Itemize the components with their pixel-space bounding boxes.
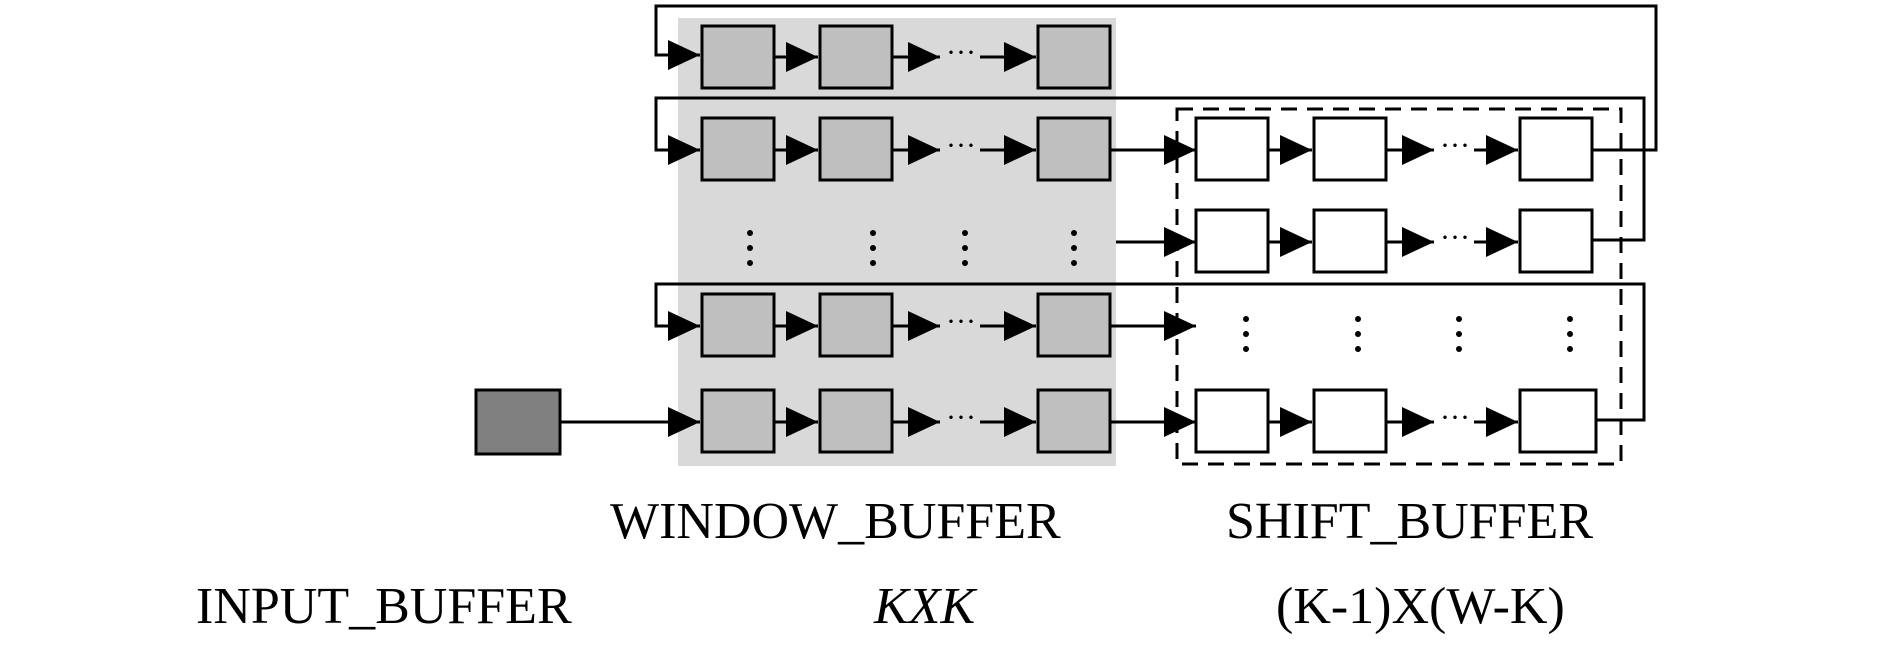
shift-cell: [1518, 208, 1594, 274]
shift-row-1: ···: [1194, 116, 1594, 182]
ellipsis-icon: ···: [946, 129, 976, 162]
window-cell: [700, 24, 776, 90]
window-row-1: ···: [656, 24, 1112, 90]
window-size-label: KXK: [873, 578, 977, 635]
shift-cell: [1194, 208, 1270, 274]
window-cell: [818, 292, 894, 358]
ellipsis-icon: ···: [1440, 221, 1470, 254]
window-cell: [818, 116, 894, 182]
input-buffer-cell: [474, 388, 562, 456]
window-cell: [1036, 388, 1112, 454]
window-cell: [1036, 292, 1112, 358]
ellipsis-icon: ···: [1440, 129, 1470, 162]
window-cell: [1036, 24, 1112, 90]
shift-cell: [1518, 388, 1598, 454]
window-cell: [1036, 116, 1112, 182]
shift-row-2: ···: [1194, 208, 1594, 274]
shift-cell: [1312, 116, 1388, 182]
shift-row-vdots: [1243, 316, 1573, 352]
ellipsis-icon: ···: [1440, 401, 1470, 434]
ellipsis-icon: ···: [946, 36, 976, 69]
window-buffer-label: WINDOW_BUFFER: [610, 493, 1061, 550]
ellipsis-icon: ···: [946, 305, 976, 338]
window-row-vdots: [747, 230, 1077, 266]
shift-buffer-region: [1175, 107, 1623, 466]
shift-size-label: (K-1)X(W-K): [1276, 578, 1565, 635]
window-cell: [818, 388, 894, 454]
window-row-2: ···: [656, 116, 1196, 182]
window-cell: [700, 292, 776, 358]
window-cell: [700, 388, 776, 454]
window-row-4: ···: [560, 388, 1196, 454]
shift-cell: [1194, 388, 1270, 454]
window-row-3: ···: [656, 292, 1196, 358]
shift-row-3: ···: [1194, 388, 1598, 454]
shift-cell: [1312, 388, 1388, 454]
shift-cell: [1312, 208, 1388, 274]
ellipsis-icon: ···: [946, 401, 976, 434]
window-cell: [818, 24, 894, 90]
window-cell: [700, 116, 776, 182]
shift-cell: [1518, 116, 1594, 182]
shift-cell: [1194, 116, 1270, 182]
input-buffer-label: INPUT_BUFFER: [196, 578, 572, 635]
shift-buffer-label: SHIFT_BUFFER: [1226, 493, 1593, 550]
